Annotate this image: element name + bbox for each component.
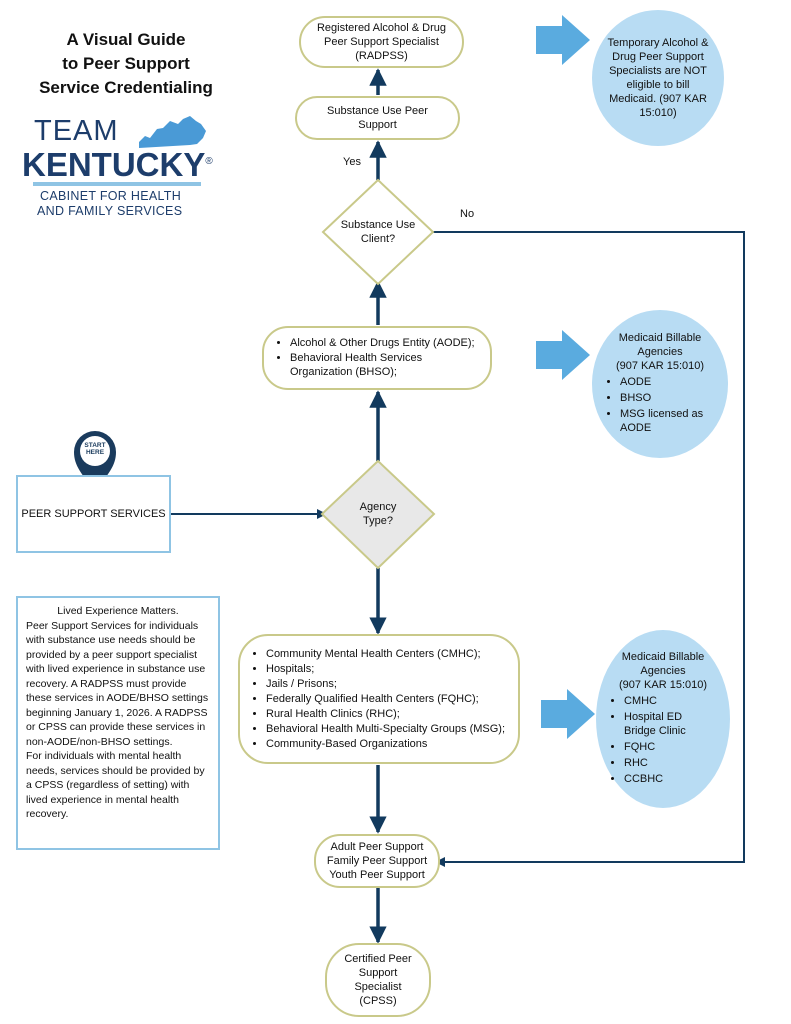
lived-heading: Lived Experience Matters. [57, 605, 179, 617]
logo-cabinet-line-2: AND FAMILY SERVICES [37, 204, 183, 218]
temporary-text: Temporary Alcohol & Drug Peer Support Sp… [607, 37, 709, 119]
block-arrow-billable-top [536, 330, 590, 380]
billable-bottom-item: RHC [624, 756, 716, 770]
cpss-text: Certified Peer Support Specialist (CPSS) [344, 953, 412, 1007]
title-line-1: A Visual Guide [66, 30, 186, 49]
billable-bottom-item: FQHC [624, 740, 716, 754]
label-no: No [460, 208, 475, 220]
peer-type-adult: Adult Peer Support [330, 841, 424, 853]
billable-top-item: AODE [620, 375, 714, 389]
aode-item: Behavioral Health Services Organization … [290, 351, 480, 379]
aode-item: Alcohol & Other Drugs Entity (AODE); [290, 336, 480, 350]
billable-top-item: MSG licensed as AODE [620, 407, 714, 435]
peer-type-family: Family Peer Support [326, 855, 428, 867]
agency-item: Community Mental Health Centers (CMHC); [266, 647, 505, 661]
aode-list: Alcohol & Other Drugs Entity (AODE); Beh… [274, 336, 480, 380]
block-arrow-billable-bottom [541, 689, 595, 739]
node-substance-use-peer-support: Substance Use Peer Support [295, 96, 460, 140]
start-box-text: PEER SUPPORT SERVICES [21, 508, 166, 520]
lived-para-2: For individuals with mental health needs… [26, 750, 205, 820]
agency-item: Behavioral Health Multi-Specialty Groups… [266, 722, 505, 736]
logo-registered-mark: ® [205, 156, 213, 167]
node-radpss: Registered Alcohol & Drug Peer Support S… [299, 16, 464, 68]
billable-top-heading: Medicaid Billable Agencies [618, 332, 702, 358]
node-peer-support-types: Adult Peer Support Family Peer Support Y… [314, 834, 440, 888]
node-aode-bhso: Alcohol & Other Drugs Entity (AODE); Beh… [262, 326, 492, 390]
sud-support-text: Substance Use Peer Support [327, 105, 428, 131]
agency-diamond-shape [320, 459, 436, 570]
logo-team-text: TEAM [34, 115, 119, 147]
node-cpss: Certified Peer Support Specialist (CPSS) [325, 943, 431, 1017]
label-yes: Yes [343, 156, 361, 168]
substance-diamond-shape [321, 178, 435, 286]
billable-bottom-list: CMHC Hospital ED Bridge Clinic FQHC RHC … [610, 694, 716, 788]
agency-item: Federally Qualified Health Centers (FQHC… [266, 692, 505, 706]
lived-experience-note: Lived Experience Matters. Peer Support S… [16, 596, 220, 850]
node-other-agencies: Community Mental Health Centers (CMHC); … [238, 634, 520, 764]
billable-bottom-heading: Medicaid Billable Agencies [621, 651, 705, 677]
billable-bottom-item: CCBHC [624, 772, 716, 786]
title-line-2: to Peer Support [62, 54, 190, 73]
agency-item: Hospitals; [266, 662, 505, 676]
logo-underline [33, 182, 201, 186]
billable-top-list: AODE BHSO MSG licensed as AODE [606, 375, 714, 437]
billable-top-reg: (907 KAR 15:010) [615, 360, 705, 372]
peer-type-youth: Youth Peer Support [329, 869, 425, 881]
agency-type-question: Agency Type? [359, 501, 397, 527]
agency-item: Jails / Prisons; [266, 677, 505, 691]
logo-kentucky-text: KENTUCKY® [22, 144, 213, 183]
agency-item: Community-Based Organizations [266, 737, 505, 751]
radpss-text: Registered Alcohol & Drug Peer Support S… [316, 22, 446, 62]
start-box-peer-support-services: PEER SUPPORT SERVICES [16, 475, 171, 553]
page-title: A Visual Guide to Peer Support Service C… [20, 28, 232, 100]
start-here-marker-text: START HERE [84, 442, 106, 456]
logo-cabinet-line-1: CABINET FOR HEALTH [40, 189, 182, 203]
bubble-temporary-not-billable: Temporary Alcohol & Drug Peer Support Sp… [592, 10, 724, 146]
bubble-billable-cmhc: Medicaid Billable Agencies (907 KAR 15:0… [596, 630, 730, 808]
agency-item: Rural Health Clinics (RHC); [266, 707, 505, 721]
billable-bottom-item: CMHC [624, 694, 716, 708]
connector-substance-no [433, 231, 745, 867]
other-agencies-list: Community Mental Health Centers (CMHC); … [250, 647, 505, 752]
billable-top-item: BHSO [620, 391, 714, 405]
title-line-3: Service Credentialing [39, 78, 213, 97]
bubble-billable-aode: Medicaid Billable Agencies (907 KAR 15:0… [592, 310, 728, 458]
substance-client-question: Substance Use Client? [340, 219, 416, 245]
block-arrow-temporary [536, 15, 590, 65]
kentucky-state-icon [139, 116, 206, 148]
team-kentucky-logo: TEAM KENTUCKY® CABINET FOR HEALTH AND FA… [22, 116, 222, 226]
billable-bottom-reg: (907 KAR 15:010) [618, 679, 708, 691]
lived-para-1: Peer Support Services for individuals wi… [26, 619, 209, 748]
billable-bottom-item: Hospital ED Bridge Clinic [624, 710, 716, 738]
logo-kentucky-word: KENTUCKY [22, 146, 206, 183]
